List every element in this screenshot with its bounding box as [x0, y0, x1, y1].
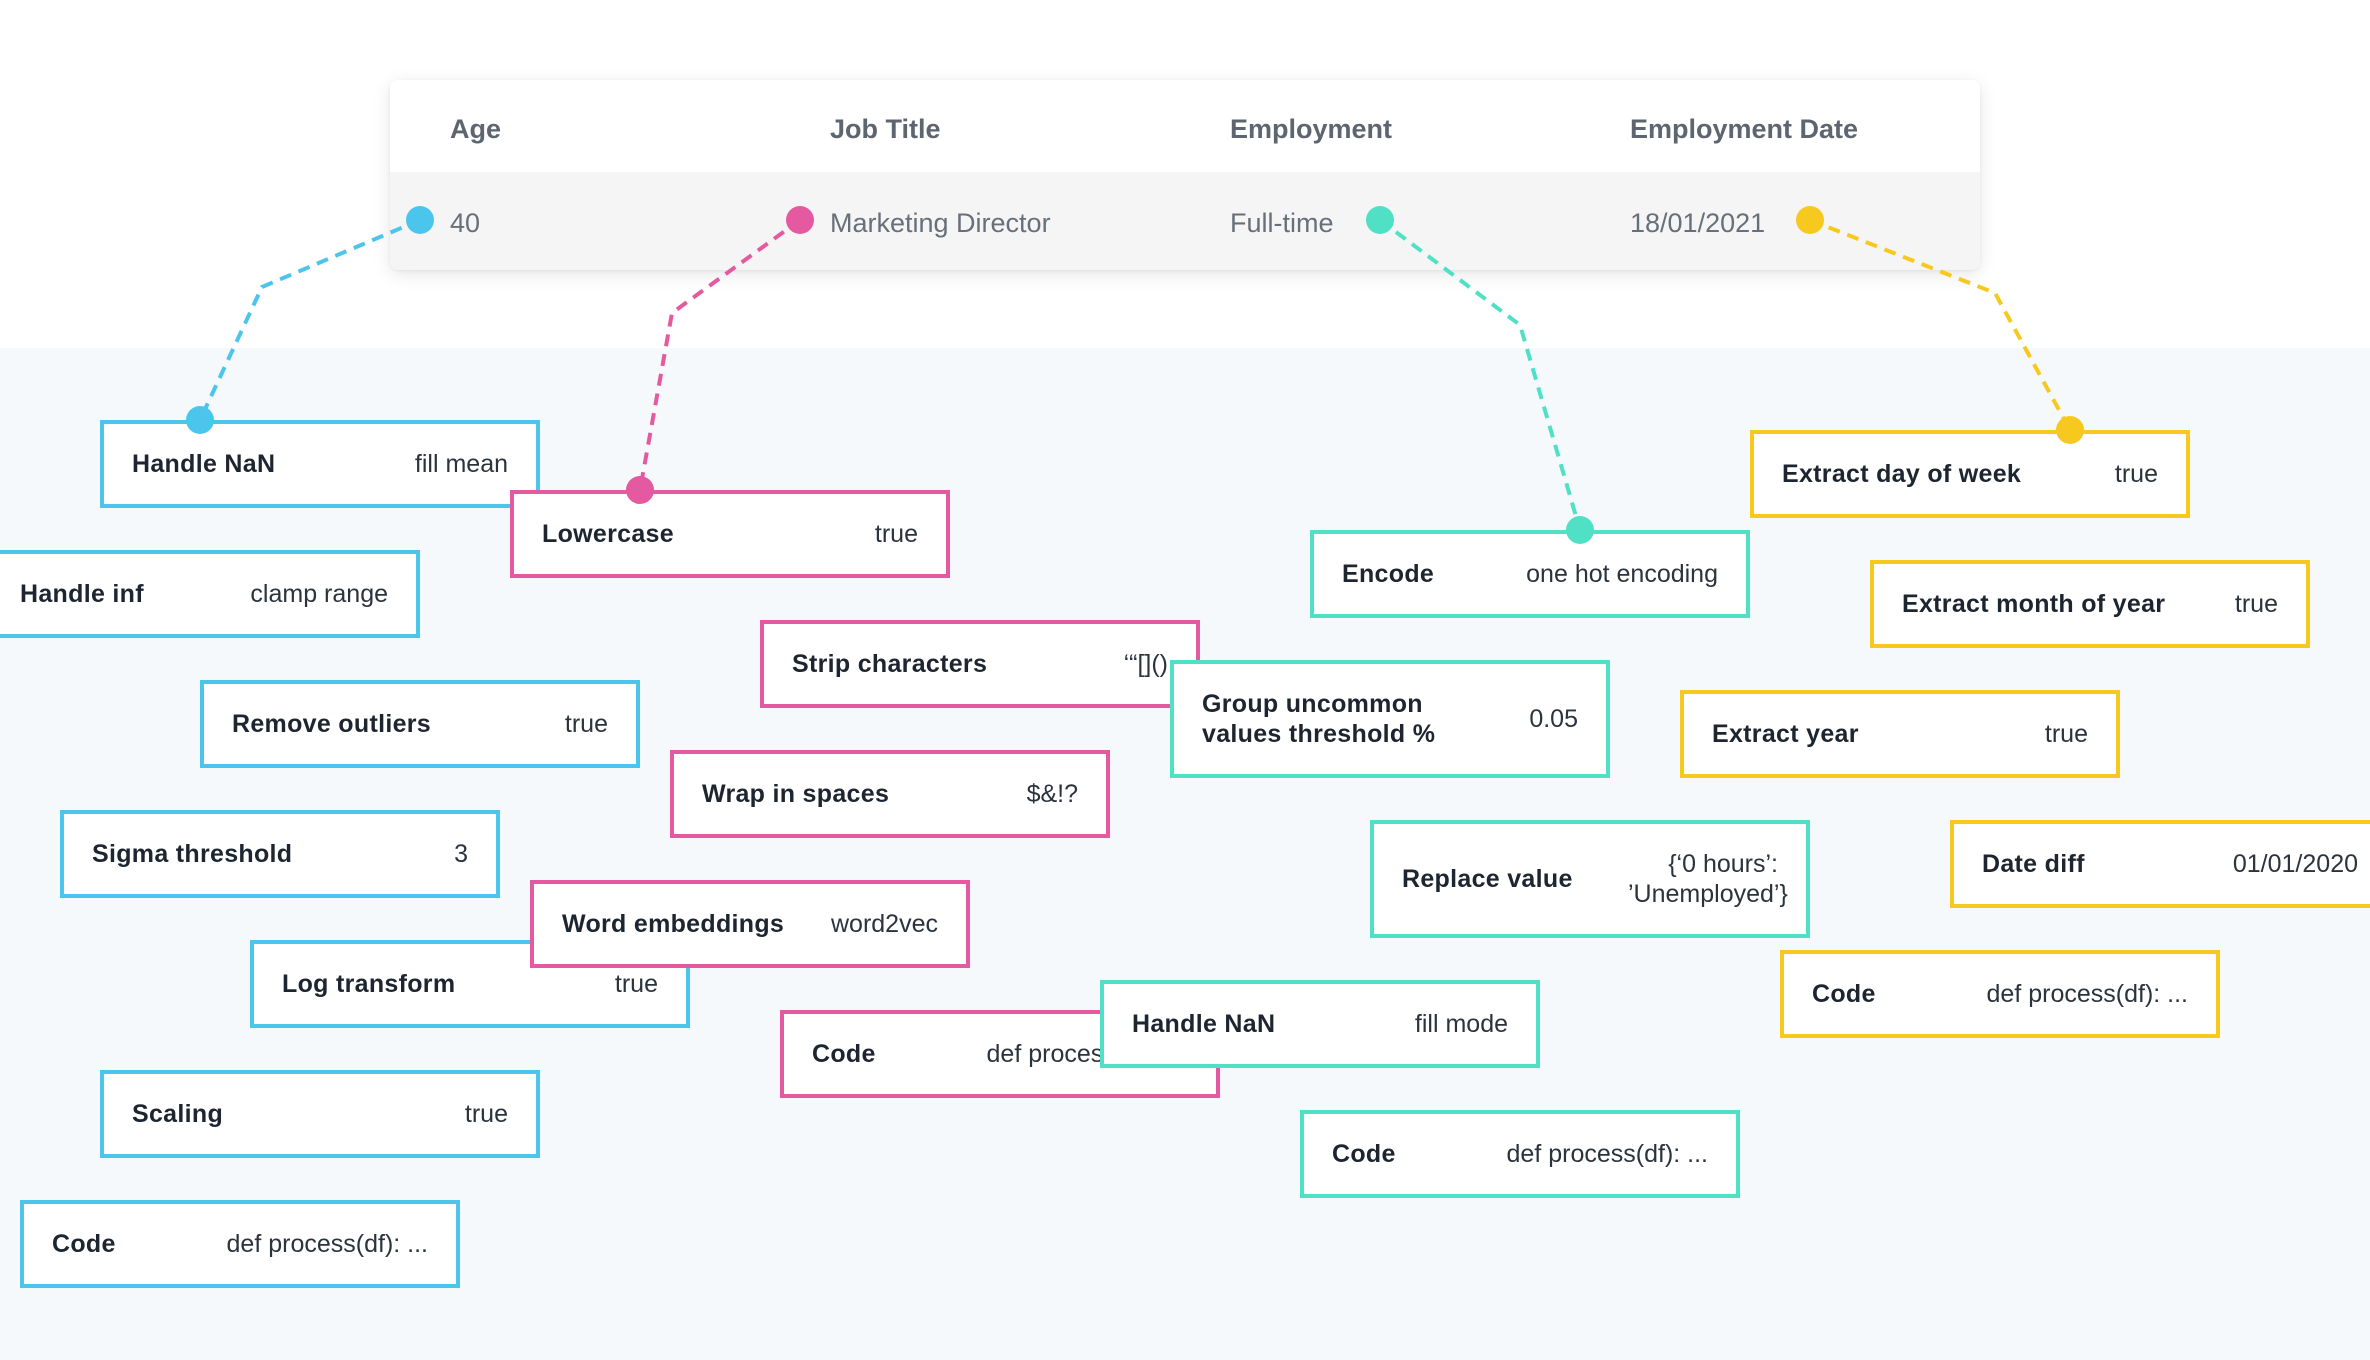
step-value: one hot encoding [1526, 559, 1718, 588]
age-step-sigma-threshold[interactable]: Sigma threshold 3 [60, 810, 500, 898]
job-title-step-word-embeddings[interactable]: Word embeddings word2vec [530, 880, 970, 968]
date-step-extract-month-of-year[interactable]: Extract month of year true [1870, 560, 2310, 648]
employment-step-handle-nan[interactable]: Handle NaN fill mode [1100, 980, 1540, 1068]
connector-employment [1378, 218, 1582, 531]
table-row: 40 Marketing Director Full-time 18/01/20… [390, 172, 1980, 270]
date-step-date-diff[interactable]: Date diff 01/01/2020 [1950, 820, 2370, 908]
step-label: Scaling [132, 1099, 224, 1128]
step-label: Wrap in spaces [702, 779, 890, 808]
step-value: fill mode [1414, 1009, 1508, 1038]
step-label: Code [1812, 979, 1876, 1008]
age-step-handle-nan[interactable]: Handle NaN fill mean [100, 420, 540, 508]
job-title-card-dot [626, 476, 654, 504]
column-header-age[interactable]: Age [450, 114, 502, 144]
employment-cell-dot [1366, 206, 1394, 234]
connector-employment-date [1809, 218, 2072, 431]
step-value: def process(df): ... [1506, 1139, 1708, 1168]
job-title-step-wrap-in-spaces[interactable]: Wrap in spaces $&!? [670, 750, 1110, 838]
column-header-employment[interactable]: Employment [1230, 114, 1393, 144]
employment-step-code[interactable]: Code def process(df): ... [1300, 1110, 1740, 1198]
step-label: Strip characters [792, 649, 988, 678]
step-label: Handle inf [20, 579, 144, 608]
step-value: def process(df): ... [226, 1229, 428, 1258]
employment-date-card-dot [2056, 416, 2084, 444]
step-value: true [874, 519, 918, 548]
step-value: $&!? [1026, 779, 1078, 808]
date-step-extract-day-of-week[interactable]: Extract day of week true [1750, 430, 2190, 518]
age-step-code[interactable]: Code def process(df): ... [20, 1200, 460, 1288]
step-label: Remove outliers [232, 709, 432, 738]
age-cell-dot [406, 206, 434, 234]
date-step-extract-year[interactable]: Extract year true [1680, 690, 2120, 778]
cell-job-title[interactable]: Marketing Director [830, 208, 1051, 238]
step-value: def process(df): ... [1986, 979, 2188, 1008]
step-value: fill mean [414, 449, 508, 478]
step-label: Log transform [282, 969, 456, 998]
column-header-employment-date[interactable]: Employment Date [1630, 114, 1859, 144]
step-value: 0.05 [1529, 704, 1578, 733]
step-value: true [2234, 589, 2278, 618]
step-value: ‘“[]() [1123, 649, 1168, 678]
job-title-step-strip-characters[interactable]: Strip characters ‘“[]() [760, 620, 1200, 708]
step-label: Code [52, 1229, 116, 1258]
age-step-remove-outliers[interactable]: Remove outliers true [200, 680, 640, 768]
job-title-cell-dot [786, 206, 814, 234]
step-label: Extract month of year [1902, 589, 2166, 618]
step-value: true [464, 1099, 508, 1128]
step-label: Lowercase [542, 519, 674, 548]
connector-age [198, 218, 421, 421]
column-header-job-title[interactable]: Job Title [830, 114, 941, 144]
step-label: Date diff [1982, 849, 2085, 878]
job-title-step-lowercase[interactable]: Lowercase true [510, 490, 950, 578]
step-label: Extract day of week [1782, 459, 2022, 488]
cell-age[interactable]: 40 [450, 208, 481, 238]
age-step-handle-inf[interactable]: Handle inf clamp range [0, 550, 420, 638]
connector-job-title [638, 218, 802, 491]
step-value: true [2114, 459, 2158, 488]
step-label: Word embeddings [562, 909, 785, 938]
step-label: Code [1332, 1139, 1396, 1168]
data-table: Age Job Title Employment Employment Date… [390, 80, 1980, 270]
step-label: Handle NaN [1132, 1009, 1276, 1038]
step-value: word2vec [831, 909, 938, 938]
step-label: Handle NaN [132, 449, 276, 478]
age-card-dot [186, 406, 214, 434]
employment-step-encode[interactable]: Encode one hot encoding [1310, 530, 1750, 618]
employment-step-replace-value[interactable]: Replace value {‘0 hours’: ’Unemployed’} [1370, 820, 1810, 938]
step-label: Replace value [1402, 864, 1573, 893]
step-value: true [564, 709, 608, 738]
step-value: true [614, 969, 658, 998]
step-value: true [2044, 719, 2088, 748]
step-label: Sigma threshold [92, 839, 293, 868]
table-header-row: Age Job Title Employment Employment Date [390, 80, 1980, 172]
step-label: Code [812, 1039, 876, 1068]
step-value: {‘0 hours’: ’Unemployed’} [1628, 850, 1788, 908]
step-label: Encode [1342, 559, 1435, 588]
step-label: Group uncommon values threshold % [1202, 690, 1436, 748]
step-value: 3 [454, 839, 468, 868]
employment-date-cell-dot [1796, 206, 1824, 234]
cell-employment-date[interactable]: 18/01/2021 [1630, 208, 1766, 238]
step-value: clamp range [250, 579, 388, 608]
employment-step-group-uncommon[interactable]: Group uncommon values threshold % 0.05 [1170, 660, 1610, 778]
employment-card-dot [1566, 516, 1594, 544]
step-label: Extract year [1712, 719, 1859, 748]
step-value: 01/01/2020 [2232, 849, 2358, 878]
date-step-code[interactable]: Code def process(df): ... [1780, 950, 2220, 1038]
cell-employment[interactable]: Full-time [1230, 208, 1334, 238]
age-step-scaling[interactable]: Scaling true [100, 1070, 540, 1158]
